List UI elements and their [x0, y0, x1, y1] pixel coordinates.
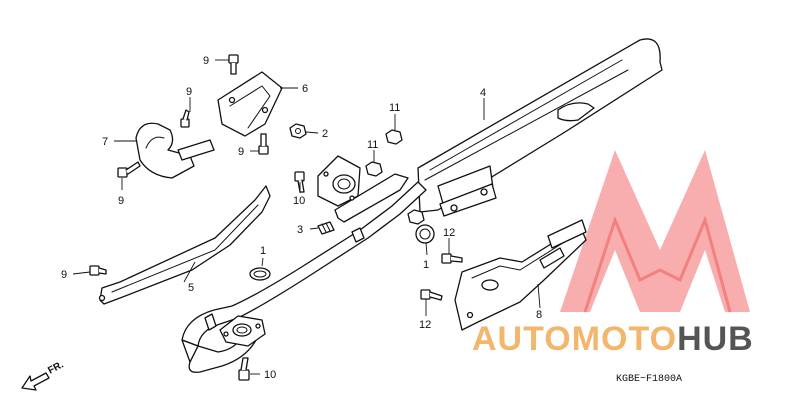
watermark-logo	[560, 150, 750, 313]
callout-4: 4	[480, 87, 486, 99]
callout-12: 12	[419, 319, 431, 331]
nut	[365, 161, 383, 177]
exhaust-pipe	[181, 173, 427, 373]
watermark-text-right: HUB	[677, 320, 754, 358]
svg-text:AUTOMOTOHUB: AUTOMOTOHUB	[472, 320, 754, 358]
callout-9: 9	[238, 146, 244, 158]
bolt	[238, 357, 250, 381]
bolt	[180, 109, 190, 128]
callout-3: 3	[297, 224, 303, 236]
callout-1: 1	[260, 245, 266, 257]
heat-guard	[98, 185, 271, 305]
exhaust-flange	[219, 315, 266, 347]
stay-plate	[454, 219, 587, 331]
bolt	[228, 54, 239, 75]
cushion	[317, 221, 335, 235]
callout-10: 10	[264, 369, 276, 381]
callout-9: 9	[118, 195, 124, 207]
callout-1: 1	[423, 259, 429, 271]
callout-12: 12	[443, 227, 455, 239]
callout-7: 7	[102, 136, 108, 148]
nut	[407, 209, 425, 225]
nut	[289, 123, 307, 139]
callout-2: 2	[322, 128, 328, 140]
callout-9: 9	[186, 86, 192, 98]
gasket	[249, 267, 271, 281]
gasket	[415, 224, 435, 244]
bolt	[420, 289, 443, 301]
bolt	[89, 265, 107, 276]
muffler	[417, 38, 663, 217]
joint-collar	[317, 155, 361, 207]
callout-6: 6	[302, 83, 308, 95]
callout-8: 8	[536, 309, 542, 321]
diagram-code: KGBE−F1800A	[616, 374, 682, 385]
muffler-bracket	[217, 71, 283, 137]
callout-9: 9	[61, 269, 67, 281]
watermark-text-left: AUTOMOTO	[472, 320, 677, 358]
callouts: 9 9 9 9 9 7 6 2 1 3 5 10 10 11 11 4 1 12…	[61, 55, 542, 381]
watermark-text: AUTOMOTOHUB	[472, 320, 754, 358]
callout-5: 5	[188, 282, 194, 294]
front-direction-arrow: FR.	[21, 359, 66, 391]
bolt	[294, 171, 305, 193]
callout-11: 11	[389, 102, 400, 114]
nut	[385, 129, 403, 145]
leader-lines	[72, 59, 541, 375]
bolt	[117, 161, 141, 178]
callout-10: 10	[293, 195, 305, 207]
callout-9: 9	[203, 55, 209, 67]
direction-label: FR.	[46, 359, 66, 376]
pipe-clamp	[135, 122, 215, 179]
callout-11: 11	[367, 139, 378, 151]
bolt	[441, 253, 463, 264]
bolt	[258, 133, 269, 155]
